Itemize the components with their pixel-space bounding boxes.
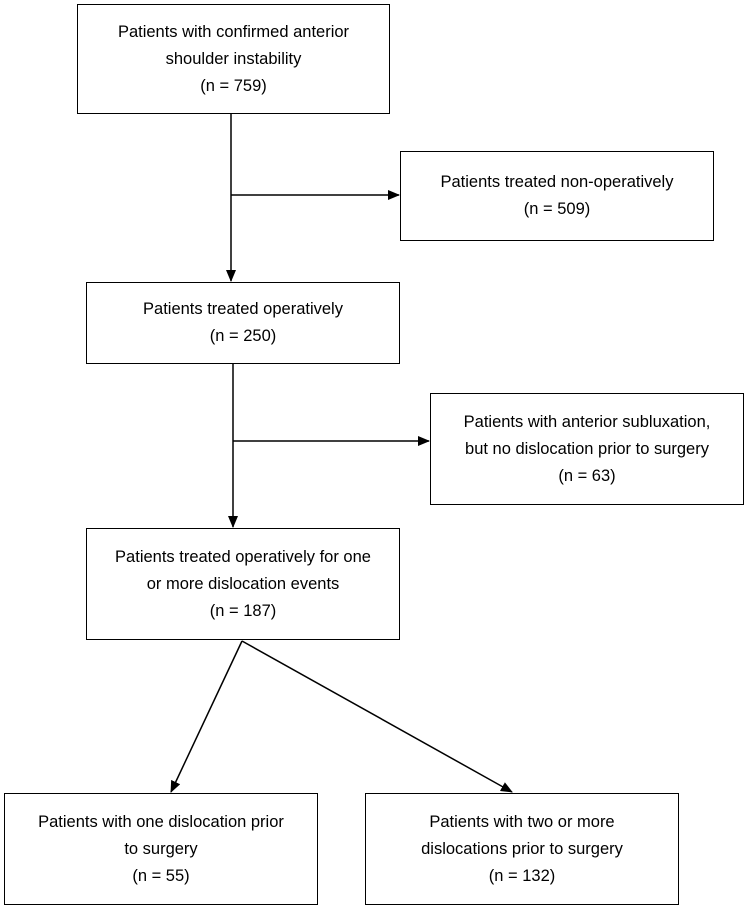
node-count: (n = 509) — [523, 200, 591, 218]
node-text-line: Patients treated operatively for one — [115, 547, 371, 566]
node-dislocation-events: Patients treated operatively for one or … — [86, 528, 400, 640]
node-count: (n = 187) — [209, 601, 277, 620]
node-count: (n = 132) — [488, 866, 556, 885]
node-text-line: dislocations prior to surgery — [421, 839, 623, 858]
node-text-line: shoulder instability — [165, 49, 302, 68]
node-count: (n = 250) — [209, 327, 277, 345]
edge-dislocation-to-one — [170, 640, 243, 793]
node-two-or-more-dislocations: Patients with two or more dislocations p… — [365, 793, 679, 905]
node-text-line: Patients treated operatively — [143, 300, 343, 318]
node-one-dislocation: Patients with one dislocation prior to s… — [4, 793, 318, 905]
edge-dislocation-to-two-or-more — [241, 640, 513, 793]
node-text-line: Patients with anterior subluxation, — [463, 412, 711, 431]
node-confirmed-instability: Patients with confirmed anterior shoulde… — [77, 4, 390, 114]
node-count: (n = 55) — [132, 866, 190, 885]
node-text-line: Patients treated non-operatively — [440, 173, 674, 191]
node-text-line: or more dislocation events — [146, 574, 340, 593]
node-text-line: Patients with confirmed anterior — [117, 22, 350, 41]
node-count: (n = 63) — [558, 466, 616, 485]
node-text-line: to surgery — [124, 839, 198, 858]
node-operative: Patients treated operatively (n = 250) — [86, 282, 400, 364]
node-text-line: but no dislocation prior to surgery — [465, 439, 709, 458]
node-text-line: Patients with one dislocation prior — [38, 812, 284, 831]
node-text-line: Patients with two or more — [429, 812, 615, 831]
node-subluxation: Patients with anterior subluxation, but … — [430, 393, 744, 505]
node-count: (n = 759) — [200, 76, 267, 95]
node-non-operative: Patients treated non-operatively (n = 50… — [400, 151, 714, 241]
